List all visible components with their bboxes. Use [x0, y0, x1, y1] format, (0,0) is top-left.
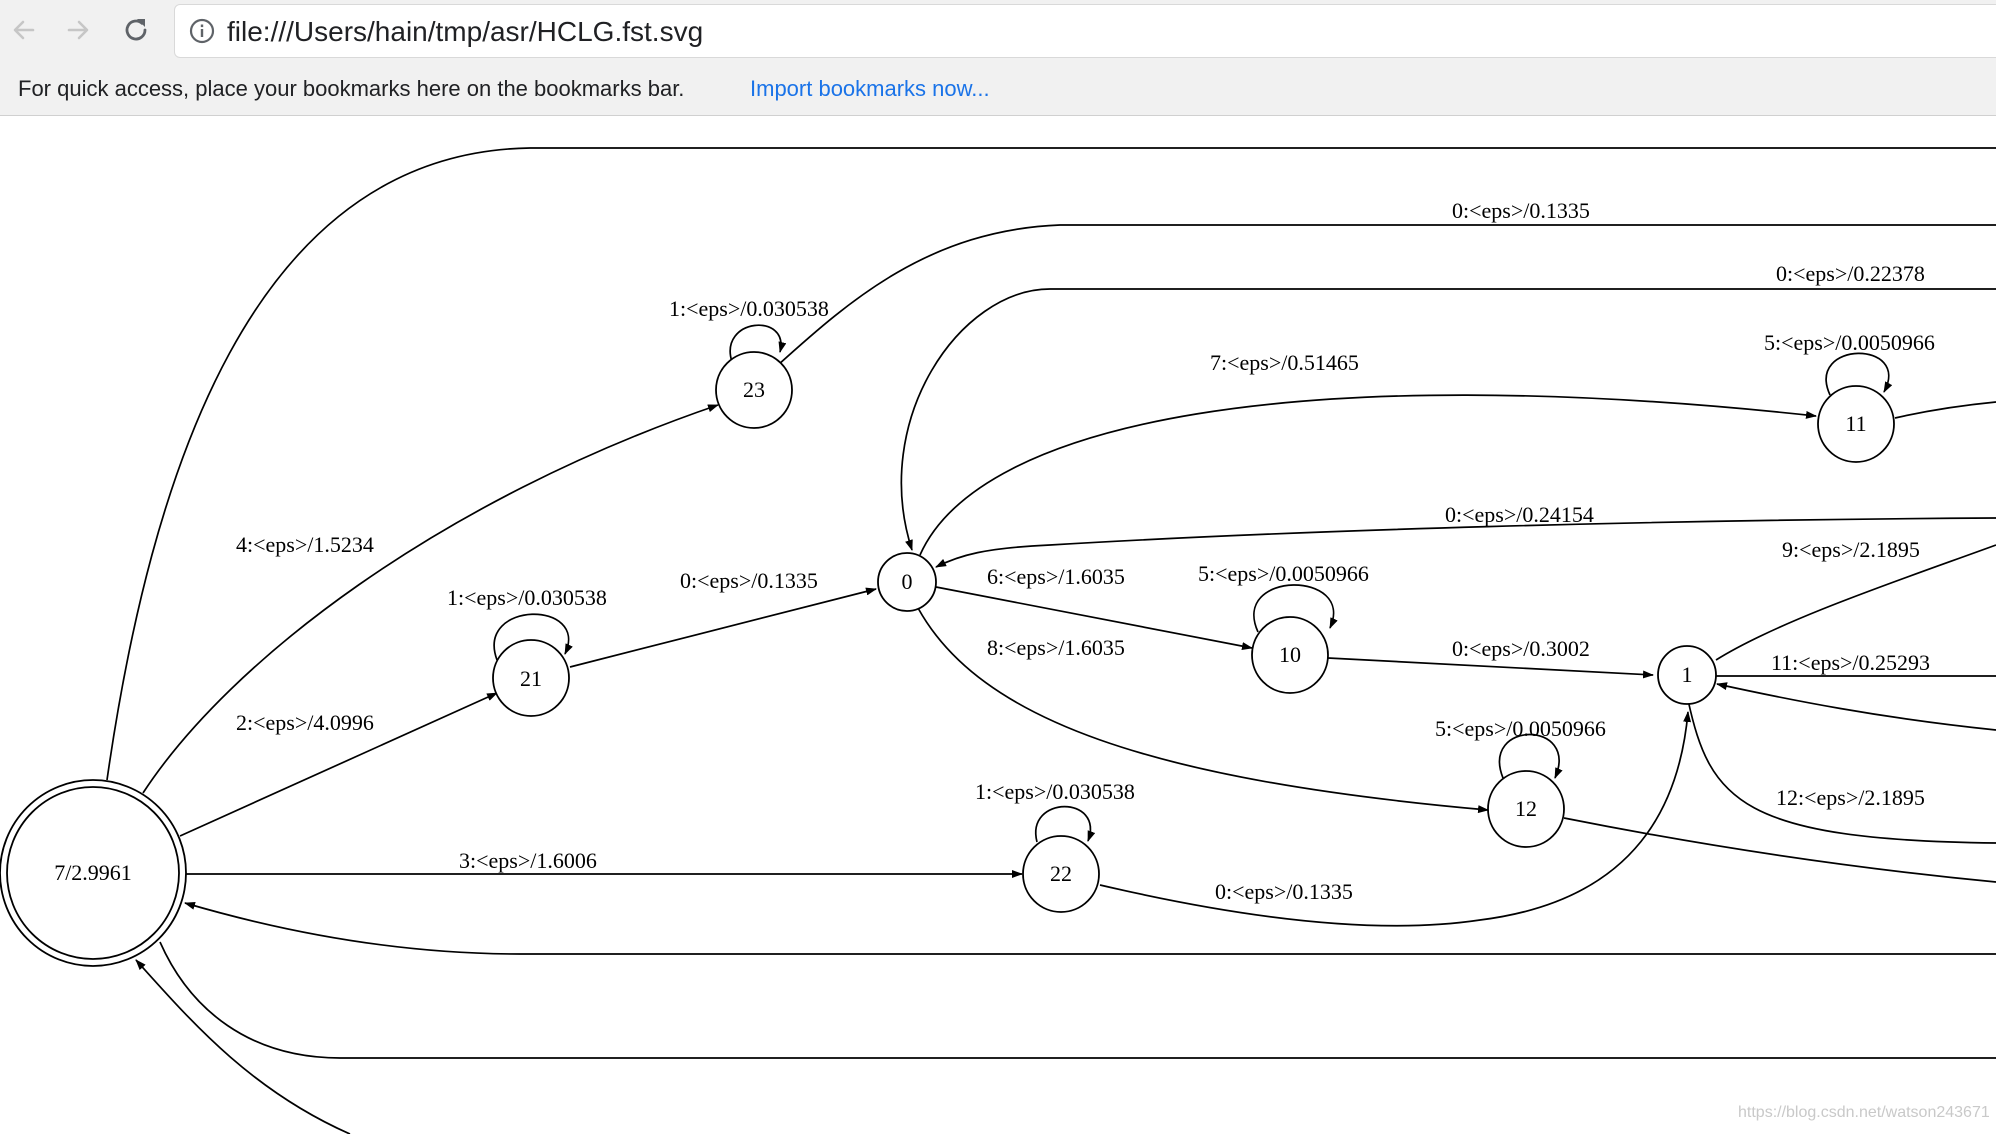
self-loop-22: [1034, 805, 1096, 843]
browser-toolbar: file:///Users/hain/tmp/asr/HCLG.fst.svg: [0, 0, 1996, 64]
edge-final-top: [106, 147, 1996, 781]
node-21-label: 21: [520, 666, 542, 691]
reload-button[interactable]: [116, 10, 156, 50]
edge-into-final-b: [159, 941, 1996, 1059]
edge-label: 1:<eps>/0.030538: [669, 296, 829, 321]
edge-label: 1:<eps>/0.030538: [975, 779, 1135, 804]
edge-into-final-a: [184, 901, 1996, 955]
edge-21-0: [569, 587, 877, 668]
node-0: [877, 552, 937, 612]
node-23-label: 23: [743, 377, 765, 402]
edge-label: 5:<eps>/0.0050966: [1435, 716, 1606, 741]
arrow-right-icon: [67, 20, 89, 40]
node-21: [492, 639, 570, 717]
node-12: [1487, 770, 1565, 848]
edge-label: 9:<eps>/2.1895: [1782, 537, 1920, 562]
self-loop-21: [493, 613, 573, 661]
edge-0-10: [935, 586, 1253, 651]
import-bookmarks-link[interactable]: Import bookmarks now...: [750, 76, 990, 101]
edge-into-final-c: [135, 959, 351, 1135]
edge-22-1: [1099, 711, 1692, 927]
edge-label: 5:<eps>/0.0050966: [1764, 330, 1935, 355]
fst-graph-canvas: 7/2.9961 23 21 22 0 10 12 1 11 4:<eps>/1…: [0, 116, 1996, 1135]
node-11-label: 11: [1845, 411, 1866, 436]
address-bar[interactable]: file:///Users/hain/tmp/asr/HCLG.fst.svg: [174, 4, 1996, 58]
edge-label: 7:<eps>/0.51465: [1210, 350, 1359, 375]
edge-into-0-mid: [935, 517, 1996, 568]
edge-12-out: [1563, 817, 1996, 883]
edge-final-21: [179, 692, 498, 837]
edge-1-out-9: [1715, 544, 1996, 661]
node-final-label: 7/2.9961: [54, 860, 132, 885]
edge-label: 0:<eps>/0.1335: [1452, 198, 1590, 223]
edge-11-out: [1894, 401, 1996, 419]
edge-label: 12:<eps>/2.1895: [1776, 785, 1925, 810]
node-22: [1022, 835, 1100, 913]
node-10: [1251, 616, 1329, 694]
node-22-label: 22: [1050, 861, 1072, 886]
edge-label: 1:<eps>/0.030538: [447, 585, 607, 610]
node-12-label: 12: [1515, 796, 1537, 821]
reload-icon: [125, 19, 147, 41]
node-10-label: 10: [1279, 642, 1301, 667]
edge-1-out-12: [1687, 699, 1996, 844]
edge-into-1: [1716, 682, 1996, 731]
self-loop-11: [1825, 352, 1893, 396]
node-1: [1657, 645, 1717, 705]
back-button[interactable]: [4, 10, 44, 50]
bookmarks-bar: For quick access, place your bookmarks h…: [0, 64, 1996, 116]
edge-label: 0:<eps>/0.1335: [1215, 879, 1353, 904]
edge-label: 8:<eps>/1.6035: [987, 635, 1125, 660]
node-11: [1817, 385, 1895, 463]
info-icon[interactable]: [189, 18, 215, 44]
edge-0-12: [917, 607, 1489, 814]
node-final-inner: [6, 786, 180, 960]
edge-label: 0:<eps>/0.22378: [1776, 261, 1925, 286]
bookmarks-hint: For quick access, place your bookmarks h…: [18, 76, 685, 101]
edge-label: 4:<eps>/1.5234: [236, 532, 374, 557]
node-23: [715, 351, 793, 429]
edge-0-11: [919, 394, 1817, 556]
edge-label: 6:<eps>/1.6035: [987, 564, 1125, 589]
fst-graph: 7/2.9961 23 21 22 0 10 12 1 11 4:<eps>/1…: [0, 147, 1996, 1135]
edge-label: 0:<eps>/0.1335: [680, 568, 818, 593]
edge-label: 0:<eps>/0.3002: [1452, 636, 1590, 661]
edge-label: 11:<eps>/0.25293: [1771, 650, 1930, 675]
edge-label: 5:<eps>/0.0050966: [1198, 561, 1369, 586]
forward-button[interactable]: [58, 10, 98, 50]
node-1-label: 1: [1682, 662, 1693, 687]
edge-label: 0:<eps>/0.24154: [1445, 502, 1594, 527]
url-text: file:///Users/hain/tmp/asr/HCLG.fst.svg: [227, 16, 704, 47]
arrow-left-icon: [13, 20, 35, 40]
edge-10-1: [1327, 657, 1654, 679]
edge-label: 3:<eps>/1.6006: [459, 848, 597, 873]
self-loop-12: [1498, 733, 1563, 779]
edge-23-out: [777, 224, 1996, 366]
node-0-label: 0: [902, 569, 913, 594]
edge-label: 2:<eps>/4.0996: [236, 710, 374, 735]
edge-final-23: [142, 404, 719, 794]
self-loop-23: [729, 324, 787, 363]
edge-into-0-top: [900, 288, 1996, 551]
self-loop-10: [1253, 584, 1338, 633]
watermark: https://blog.csdn.net/watson243671: [1738, 1104, 1990, 1121]
